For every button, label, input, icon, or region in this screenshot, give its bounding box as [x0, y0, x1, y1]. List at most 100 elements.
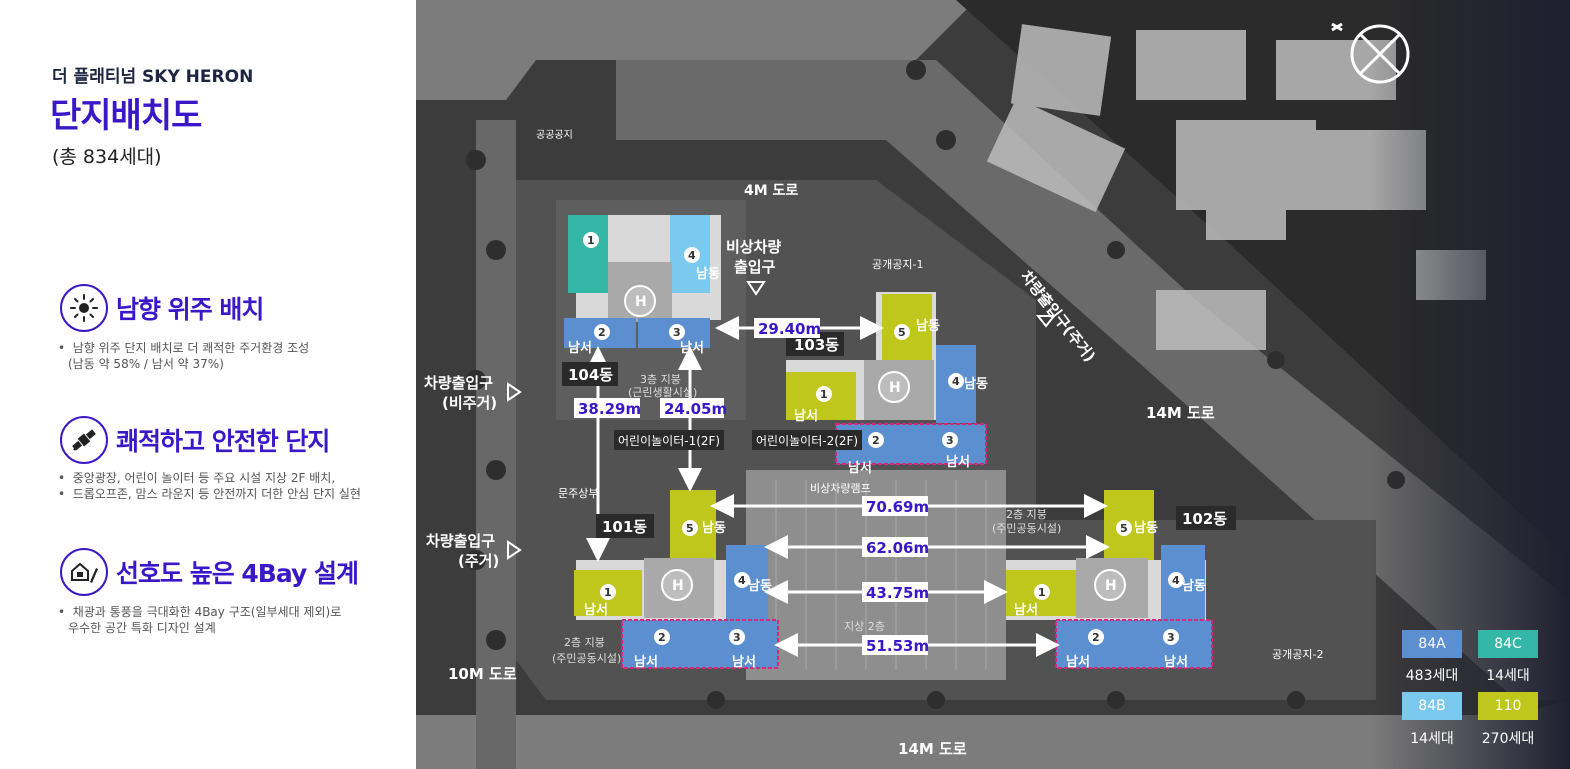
- unit-marker: [654, 629, 670, 645]
- unit-number: 4: [738, 574, 746, 587]
- unit-marker: [942, 432, 958, 448]
- distance-101-102-c: 43.75m: [866, 584, 929, 602]
- unit-marker: [948, 373, 964, 389]
- legend-swatch-84a: 84A: [1402, 630, 1462, 658]
- triangle-down-icon: [746, 281, 766, 296]
- sun-icon: [60, 284, 108, 332]
- orientation-sw: 남서: [794, 408, 818, 424]
- unit-number: 2: [598, 326, 606, 339]
- unit-number: 4: [1172, 574, 1180, 587]
- distance-label-bg: [862, 496, 928, 516]
- helipad-icon: H: [635, 294, 647, 310]
- distance-label-bg: [862, 537, 928, 557]
- unit-number: 5: [898, 326, 906, 339]
- distance-labels: 29.40m 38.29m 24.05m 70.69m 62.06m 43.75…: [574, 318, 929, 655]
- orientation-sw: 남서: [1164, 654, 1188, 670]
- helipad-icon: H: [1105, 578, 1117, 594]
- ground2-label: 지상 2층: [844, 620, 885, 633]
- emergency-entrance-line2: 출입구: [734, 258, 776, 276]
- feature-desc-safety: • 중앙광장, 어린이 놀이터 등 주요 시설 지상 2F 배치, • 드롭오프…: [58, 471, 361, 501]
- orientation-sw: 남서: [568, 340, 592, 356]
- roof2a-label-line2: (주민공동시설): [552, 652, 621, 665]
- distance-104-101: 38.29m: [578, 400, 641, 418]
- facility-label-bg: [752, 430, 862, 450]
- unit-marker: [1168, 572, 1184, 588]
- distance-104-101-b: 24.05m: [664, 400, 727, 418]
- distance-104-103: 29.40m: [758, 320, 821, 338]
- unit-number: 3: [733, 631, 741, 644]
- distance-label-bg: [754, 318, 820, 338]
- feature-title-4bay: 선호도 높은 4Bay 설계: [116, 559, 359, 588]
- building-label-101: 101동: [602, 518, 647, 536]
- legend-swatch-110: 110: [1478, 692, 1538, 720]
- bullet-text: • 남향 위주 단지 배치로 더 쾌적한 주거환경 조성: [58, 341, 310, 355]
- unit-marker: [734, 572, 750, 588]
- unit-marker: [894, 324, 910, 340]
- satellite-icon: [60, 416, 108, 464]
- distance-label-bg: [862, 635, 928, 655]
- unit-number: 1: [587, 234, 595, 247]
- road-label-north: 4M 도로: [744, 183, 798, 199]
- legend-count-84c: 14세대: [1486, 668, 1530, 684]
- distance-101-102-d: 51.53m: [866, 637, 929, 655]
- helipad-icon: H: [889, 380, 901, 396]
- unit-marker: [669, 324, 685, 340]
- unit-number: 4: [952, 375, 960, 388]
- unit-marker: [816, 386, 832, 402]
- info-panel: 더 플래티넘 SKY HERON 단지배치도 (총 834세대) 남향 위주 배…: [0, 0, 416, 769]
- page-title: 단지배치도: [50, 96, 202, 136]
- public-space-1-label: 공개공지-1: [872, 258, 923, 271]
- distance-label-bg: [574, 398, 640, 418]
- building-label-bg: [1176, 506, 1236, 530]
- orientation-sw: 남서: [848, 460, 872, 476]
- helipad-labels: H H H H: [635, 294, 1117, 594]
- total-units: (총 834세대): [52, 146, 162, 168]
- complex-name: 더 플래티넘 SKY HERON: [52, 67, 254, 87]
- distance-label-bg: [660, 398, 724, 418]
- unit-marker: [1034, 584, 1050, 600]
- public-space-2-label: 공개공지-2: [1272, 648, 1323, 661]
- roof3-label-line2: (근린생활시설): [628, 385, 697, 399]
- orientation-sw: 남서: [946, 454, 970, 470]
- orientation-sw: 남서: [680, 340, 704, 356]
- emergency-entrance-line1: 비상차량: [726, 238, 781, 256]
- unit-number: 1: [604, 586, 612, 599]
- entrance-west-nonres-line2: (비주거): [442, 394, 497, 412]
- site-plan-svg: 4M 도로 14M 도로 14M 도로 10M 도로 비상차량 출입구 차량출입…: [416, 0, 1570, 769]
- unit-number: 2: [872, 434, 880, 447]
- orientation-sw: 남서: [732, 654, 756, 670]
- emergency-ramp-label: 비상차량램프: [810, 482, 871, 495]
- unit-number: 4: [688, 249, 696, 262]
- building-label-bg: [596, 514, 654, 538]
- orientation-sw: 남서: [584, 602, 608, 618]
- map-fade: [1370, 0, 1570, 769]
- playground-2-label: 어린이놀이터-2(2F): [756, 434, 858, 448]
- bullet-line: 남향 위주 단지 배치로 더 쾌적한 주거환경 조성: [72, 341, 310, 355]
- building-label-104: 104동: [568, 366, 613, 384]
- public-plaza-label: 공공공지: [536, 129, 573, 141]
- unit-marker: [682, 520, 698, 536]
- building-label-bg: [562, 362, 618, 386]
- unit-marker: [684, 247, 700, 263]
- orientation-se: 남동: [916, 318, 940, 334]
- unit-number: 3: [673, 326, 681, 339]
- entrance-west-nonres-line1: 차량출입구: [424, 374, 493, 392]
- unit-marker: [1088, 629, 1104, 645]
- unit-number: 1: [820, 388, 828, 401]
- legend-count-84b: 14세대: [1410, 731, 1454, 747]
- unit-number: 2: [1092, 631, 1100, 644]
- feature-desc-south-orientation: • 남향 위주 단지 배치로 더 쾌적한 주거환경 조성 (남동 약 58% /…: [58, 340, 309, 372]
- unit-number: 2: [658, 631, 666, 644]
- legend-count-84a: 483세대: [1405, 668, 1459, 684]
- triangle-right-icon: [507, 382, 522, 402]
- building-label-102: 102동: [1182, 510, 1227, 528]
- orientation-sw: 남서: [634, 654, 658, 670]
- orientation-sw: 남서: [1014, 602, 1038, 618]
- legend-type: 84B: [1418, 698, 1446, 714]
- unit-number: 3: [946, 434, 954, 447]
- legend-count-110: 270세대: [1481, 731, 1535, 747]
- unit-number: 5: [686, 522, 694, 535]
- road-label-southwest: 10M 도로: [448, 665, 517, 683]
- bullet-line: (남동 약 58% / 남서 약 37%): [68, 357, 224, 371]
- legend-type: 84C: [1494, 636, 1522, 652]
